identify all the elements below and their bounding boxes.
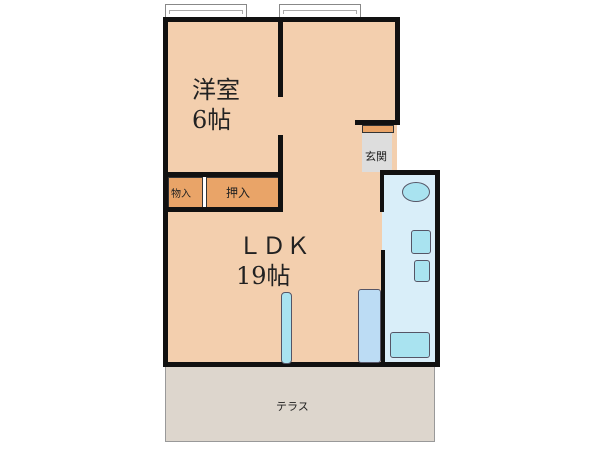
bathtub xyxy=(390,332,430,358)
western-room-name: 洋室 xyxy=(192,76,240,104)
toilet xyxy=(402,182,430,202)
wall xyxy=(381,250,385,367)
ldk-name: ＬＤＫ xyxy=(238,232,310,260)
entrance xyxy=(362,132,392,172)
wall xyxy=(380,170,440,175)
closet xyxy=(168,177,203,208)
wall xyxy=(163,17,168,367)
wall xyxy=(355,120,400,125)
ldk-size: 19帖 xyxy=(236,262,291,290)
wall xyxy=(435,170,440,367)
wall xyxy=(163,207,283,212)
terrace-label: テラス xyxy=(276,400,309,413)
entrance-label: 玄関 xyxy=(365,150,387,163)
western-room xyxy=(165,19,281,175)
wall xyxy=(278,17,283,97)
wall xyxy=(380,170,384,212)
wall xyxy=(163,172,283,177)
shoe-box xyxy=(362,125,394,133)
washbasin xyxy=(414,260,430,282)
wall xyxy=(395,17,400,122)
closet-label: 物入 xyxy=(171,189,191,200)
oshiire-label: 押入 xyxy=(226,186,251,200)
wall xyxy=(163,362,440,367)
partition-counter xyxy=(281,292,292,364)
washing-machine xyxy=(411,230,431,254)
kitchen-counter xyxy=(358,289,381,363)
western-room-size: 6帖 xyxy=(192,106,232,134)
